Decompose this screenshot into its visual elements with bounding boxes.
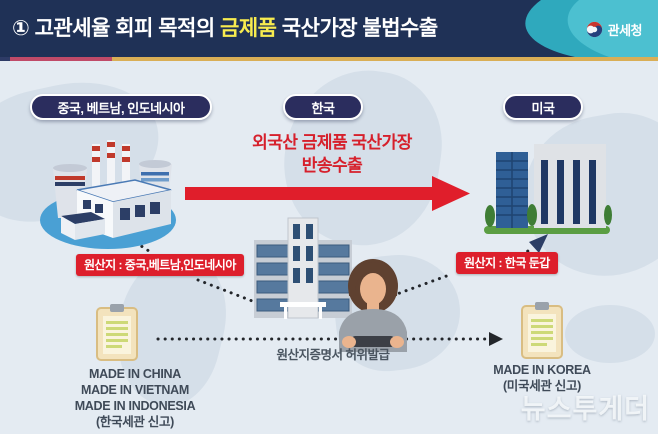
flow-caption: 외국산 금제품 국산가장 반송수출 [222, 131, 442, 177]
country-pill-korea: 한국 [283, 94, 363, 120]
customs-service-logo: 관세청 [586, 20, 643, 39]
accent-segment-gold [112, 57, 658, 61]
flow-caption-line2: 반송수출 [301, 156, 363, 175]
red-export-arrow [185, 176, 470, 211]
header-bar: ① 고관세율 회피 목적의 금제품 국산가장 불법수출 관세청 [0, 0, 658, 57]
country-pill-usa: 미국 [503, 94, 583, 120]
header-accent-bar [0, 57, 658, 61]
declaration-left: MADE IN CHINA MADE IN VIETNAM MADE IN IN… [40, 366, 230, 430]
country-pill-origin: 중국, 베트남, 인도네시아 [30, 94, 212, 120]
title-suffix: 국산가장 불법수출 [276, 17, 438, 40]
dotted-arrowhead-right [489, 332, 503, 346]
declaration-left-line4: (한국세관 신고) [95, 415, 175, 429]
origin-tag-right: 원산지 : 한국 둔갑 [456, 252, 558, 274]
declaration-right-line1: MADE IN KOREA [493, 363, 591, 377]
declaration-left-line3: MADE IN INDONESIA [74, 399, 196, 413]
declaration-left-line2: MADE IN VIETNAM [80, 383, 189, 397]
taegeuk-icon [586, 21, 602, 38]
accent-segment-navy [0, 57, 10, 61]
clipboard-left-icon [96, 304, 138, 361]
country-pill-usa-label: 미국 [531, 100, 555, 116]
declaration-right-line2: (미국세관 신고) [502, 379, 582, 393]
map-shape-australia [565, 305, 655, 363]
factory-illustration [40, 140, 176, 249]
usa-buildings-illustration [484, 144, 612, 234]
flow-caption-line1: 외국산 금제품 국산가장 [252, 133, 412, 152]
title-prefix: ① 고관세율 회피 목적의 [12, 17, 220, 40]
woman-illustration [339, 259, 407, 352]
declaration-right: MADE IN KOREA (미국세관 신고) [467, 362, 617, 394]
clipboard-right-icon [521, 302, 563, 359]
logo-label: 관세청 [607, 23, 643, 38]
origin-tag-left: 원산지 : 중국,베트남,인도네시아 [76, 254, 244, 276]
watermark: 뉴스투게더 [520, 394, 650, 424]
certificate-caption: 원산지증명서 허위발급 [276, 348, 390, 362]
title-highlight: 금제품 [220, 17, 277, 40]
korea-office-building-illustration [254, 217, 352, 319]
accent-segment-crimson [10, 57, 112, 61]
declaration-left-line1: MADE IN CHINA [89, 367, 181, 381]
page-title: ① 고관세율 회피 목적의 금제품 국산가장 불법수출 [12, 0, 438, 57]
country-pill-korea-label: 한국 [311, 100, 335, 116]
country-pill-origin-label: 중국, 베트남, 인도네시아 [57, 100, 185, 116]
